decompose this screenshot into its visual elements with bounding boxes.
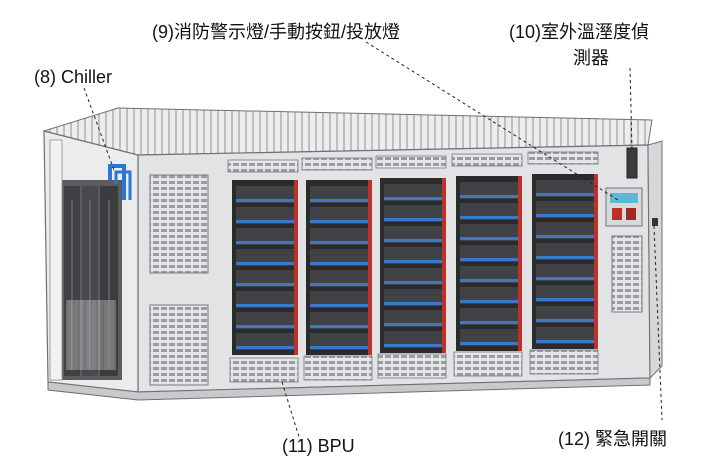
bpu-rack-column bbox=[227, 159, 299, 383]
leader-lines bbox=[83, 41, 663, 441]
label-outdoor-sensor-line1: (10)室外溫溼度偵 bbox=[509, 22, 650, 42]
label-fire-warning: (9)消防警示燈/手動按鈕/投放燈 bbox=[152, 22, 400, 42]
outdoor-sensor bbox=[626, 147, 638, 179]
bpu-rack-column bbox=[301, 157, 373, 381]
container-right-end bbox=[647, 140, 663, 380]
chiller-unit bbox=[49, 139, 132, 381]
bpu-rack-column bbox=[451, 153, 523, 377]
vent-panel bbox=[149, 174, 209, 274]
label-chiller: (8) Chiller bbox=[34, 67, 113, 87]
label-outdoor-sensor-line2: 測器 bbox=[573, 48, 609, 68]
bpu-rack-column bbox=[375, 155, 447, 379]
label-bpu: (11) BPU bbox=[282, 436, 355, 456]
bpu-rack-column bbox=[527, 151, 599, 375]
fire-warning-panel bbox=[605, 187, 643, 227]
emergency-switch bbox=[652, 218, 658, 226]
bpu-rack-array bbox=[227, 151, 599, 383]
label-emergency-switch: (12) 緊急開關 bbox=[558, 429, 668, 449]
vent-panel bbox=[611, 235, 643, 313]
container-base-rail bbox=[47, 377, 651, 401]
vent-panel bbox=[149, 304, 209, 386]
